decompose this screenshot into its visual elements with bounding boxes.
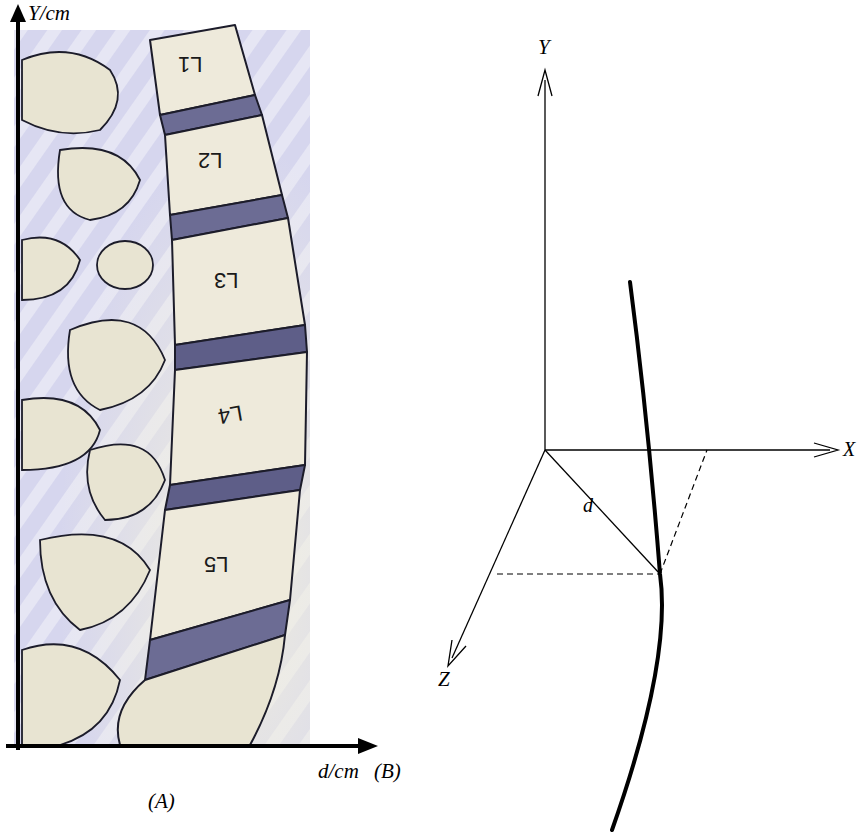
panel-label: (A) [148,790,175,813]
arrowhead [538,70,552,96]
d-axis [6,744,362,748]
vertebra-label: L5 [204,552,228,576]
projection-line [660,450,707,574]
distance-label: d [583,494,593,516]
x-axis-3d [545,449,830,450]
projection-line [497,573,660,574]
distance-line [545,450,660,574]
panel-label: (B) [374,760,401,783]
posterior-elements [22,52,165,745]
axis-label: d/cm [318,760,359,783]
vertebra-label: L1 [178,52,202,76]
vertebra-label: L4 [216,400,244,428]
axis-label: Z [438,668,450,691]
vertebra-label: L2 [198,148,222,172]
spine-curve [612,282,662,830]
arrowhead [10,4,26,22]
photo-glare [14,30,310,746]
axis-label: Y [538,36,550,59]
vertebra-label: L3 [214,268,238,292]
arrowhead [814,443,838,457]
axis-label: Y/cm [28,2,70,25]
y-axis-3d [544,80,545,450]
axis-label: X [843,438,855,460]
z-axis-3d [452,450,545,658]
y-axis [16,18,20,750]
arrowhead [448,640,466,666]
arrowhead [358,738,378,754]
photo-panel [14,30,310,746]
